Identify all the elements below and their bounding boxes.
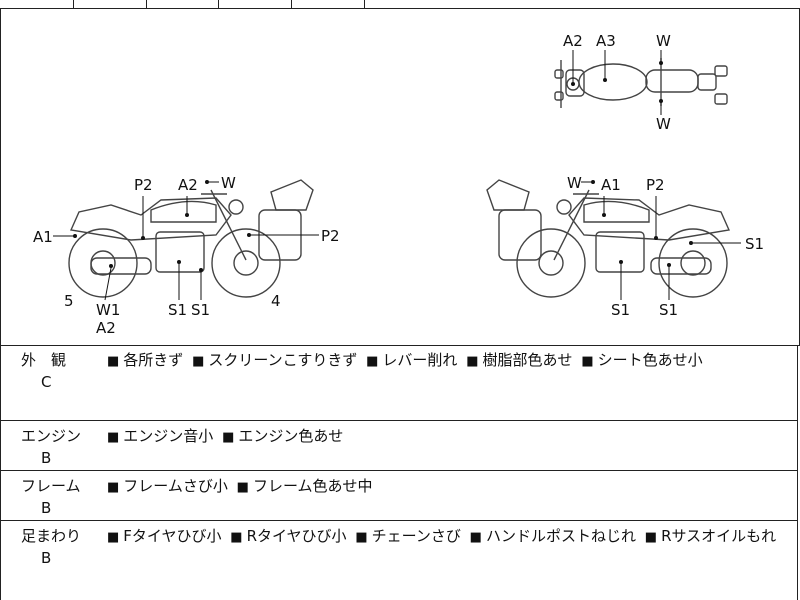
left-label-4: 4 (271, 292, 281, 310)
left-label-w1: W1 (96, 301, 120, 319)
condition-item: スクリーンこすりきず (208, 351, 358, 369)
left-label-p2-top: P2 (134, 176, 153, 194)
condition-item: エンジン色あせ (238, 427, 344, 445)
right-label-a1: A1 (601, 176, 621, 194)
section-title: 外 観 (21, 351, 67, 369)
condition-item: フレームさび小 (123, 477, 228, 495)
right-label-p2: P2 (646, 176, 665, 194)
motorcycle-diagram: A2 A3 W W (33, 32, 764, 337)
top-table-strip (0, 0, 800, 9)
section-title: 足まわり (21, 527, 82, 545)
bullet-icon: ■ (107, 480, 120, 495)
section-items: ■各所きず ■スクリーンこすりきず ■レバー削れ ■樹脂部色あせ ■シート色あせ… (107, 349, 707, 370)
condition-item: レバー削れ (382, 351, 458, 369)
left-label-a2: A2 (178, 176, 198, 194)
bullet-icon: ■ (230, 530, 243, 545)
left-label-5: 5 (64, 292, 74, 310)
left-label-p2-right: P2 (321, 227, 340, 245)
left-side-motorcycle (53, 179, 319, 301)
left-label-s1-b: S1 (191, 301, 210, 319)
bullet-icon: ■ (107, 430, 120, 445)
top-cell (0, 0, 74, 8)
bullet-icon: ■ (581, 354, 594, 369)
section-grade: B (41, 449, 52, 467)
right-label-s1-right: S1 (745, 235, 764, 253)
left-label-a1: A1 (33, 228, 53, 246)
section-items: ■フレームさび小 ■フレーム色あせ中 (107, 475, 377, 496)
condition-item: 各所きず (123, 351, 184, 369)
top-cell (0, 0, 147, 8)
top-cell (0, 0, 292, 8)
condition-item: シート色あせ小 (597, 351, 703, 369)
top-view-motorcycle (554, 50, 728, 115)
top-label-a2: A2 (563, 32, 583, 50)
bullet-icon: ■ (192, 354, 205, 369)
condition-item: Rタイヤひび小 (246, 527, 347, 545)
bullet-icon: ■ (644, 530, 658, 545)
section-exterior: 外 観 C ■各所きず ■スクリーンこすりきず ■レバー削れ ■樹脂部色あせ ■… (0, 345, 798, 421)
left-label-a2-bottom: A2 (96, 319, 116, 337)
section-grade: B (41, 499, 52, 517)
bullet-icon: ■ (355, 530, 368, 545)
bullet-icon: ■ (469, 530, 482, 545)
section-engine: エンジン B ■エンジン音小 ■エンジン色あせ (0, 421, 798, 471)
section-title: エンジン (21, 427, 82, 445)
section-items: ■Fタイヤひび小 ■Rタイヤひび小 ■チェーンさび ■ハンドルポストねじれ ■R… (107, 525, 780, 546)
bullet-icon: ■ (466, 354, 479, 369)
left-label-s1-a: S1 (168, 301, 187, 319)
bullet-icon: ■ (107, 530, 120, 545)
condition-item: Rサスオイルもれ (661, 527, 777, 545)
right-label-s1-a: S1 (611, 301, 630, 319)
top-cell (0, 0, 365, 8)
condition-item: Fタイヤひび小 (123, 527, 222, 545)
bullet-icon: ■ (107, 354, 120, 369)
section-items: ■エンジン音小 ■エンジン色あせ (107, 425, 347, 446)
right-label-s1-b: S1 (659, 301, 678, 319)
section-suspension: 足まわり B ■Fタイヤひび小 ■Rタイヤひび小 ■チェーンさび ■ハンドルポス… (0, 521, 798, 600)
condition-item: フレーム色あせ中 (252, 477, 373, 495)
top-label-w-lower: W (656, 115, 671, 133)
bullet-icon: ■ (366, 354, 379, 369)
damage-diagram-panel: A2 A3 W W (0, 8, 800, 346)
condition-item: チェーンさび (371, 527, 461, 545)
condition-item: ハンドルポストねじれ (485, 527, 636, 545)
section-title: フレーム (21, 477, 81, 495)
right-label-w: W (567, 174, 582, 192)
section-grade: C (41, 373, 52, 391)
right-side-motorcycle (486, 179, 741, 300)
bullet-icon: ■ (222, 430, 235, 445)
top-label-a3: A3 (596, 32, 616, 50)
condition-item: 樹脂部色あせ (482, 351, 573, 369)
top-label-w-upper: W (656, 32, 671, 50)
top-cell (0, 0, 219, 8)
section-frame: フレーム B ■フレームさび小 ■フレーム色あせ中 (0, 471, 798, 521)
section-grade: B (41, 549, 52, 567)
condition-item: エンジン音小 (123, 427, 214, 445)
left-label-w: W (221, 174, 236, 192)
bullet-icon: ■ (236, 480, 249, 495)
